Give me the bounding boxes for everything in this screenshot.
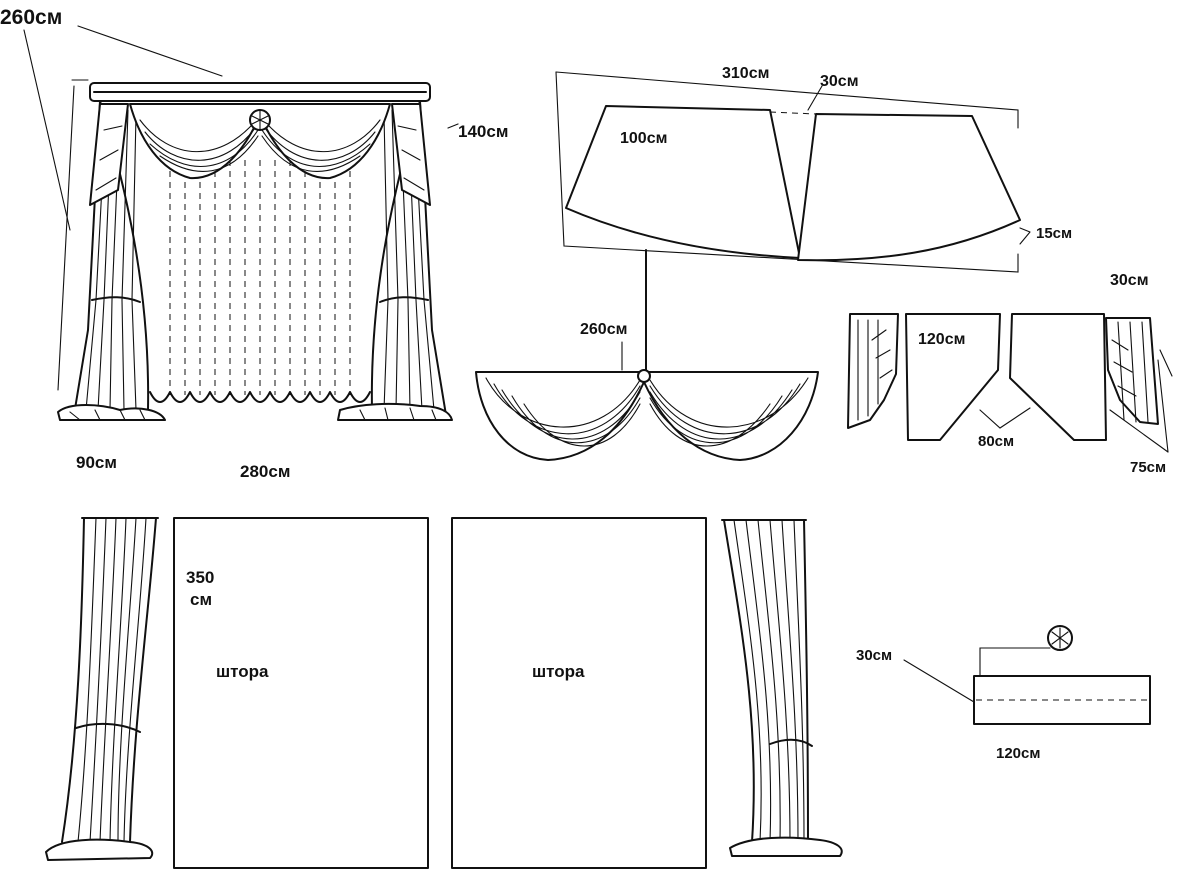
left-tieback — [91, 296, 141, 303]
jabot-panel-right — [1009, 313, 1107, 441]
swag-length-label: 260см — [580, 321, 627, 338]
curtain-right-label: штора — [532, 662, 585, 681]
jabot-side-label: 75см — [1130, 459, 1166, 476]
curtain-height-number: 350 — [186, 568, 214, 587]
jabot-panel-label: 120см — [918, 331, 965, 348]
bottom-right-gathered-curtain — [721, 519, 843, 857]
tieback-side-label: 90см — [76, 453, 117, 472]
valance-drop-label: 140см — [458, 122, 508, 141]
curtain-height-unit: см — [190, 590, 212, 609]
rod-width-label: 260см — [0, 6, 62, 29]
jabot-bottom-label: 80см — [978, 433, 1014, 450]
curtain-panel-right — [451, 517, 707, 869]
jabot-top-label: 30см — [1110, 272, 1149, 289]
tie-length-label: 120см — [996, 745, 1040, 762]
bottom-left-gathered-curtain — [45, 517, 159, 861]
swag-gap-label: 30см — [820, 73, 859, 90]
sheer-panel — [149, 160, 371, 403]
jabot-panel-left — [905, 313, 1001, 441]
jabot-pattern — [847, 313, 1173, 453]
main-swag — [129, 103, 391, 180]
swag-pattern — [555, 71, 1031, 373]
curtain-width-label: 280см — [240, 462, 290, 481]
tie-height-label: 30см — [856, 647, 892, 664]
curtain-left-label: штора — [216, 662, 269, 681]
swag-depth-label: 15см — [1036, 225, 1072, 242]
curtain-panel-left — [173, 517, 429, 869]
swag-panel-left — [565, 105, 801, 259]
assembled-curtain-drawing — [23, 25, 459, 421]
right-tieback — [379, 296, 429, 303]
swag-panel-right — [797, 113, 1021, 262]
swag-total-label: 310см — [722, 65, 769, 82]
finished-swag — [475, 369, 819, 461]
swag-panel-label: 100см — [620, 130, 667, 147]
tieback-pattern — [903, 625, 1151, 725]
